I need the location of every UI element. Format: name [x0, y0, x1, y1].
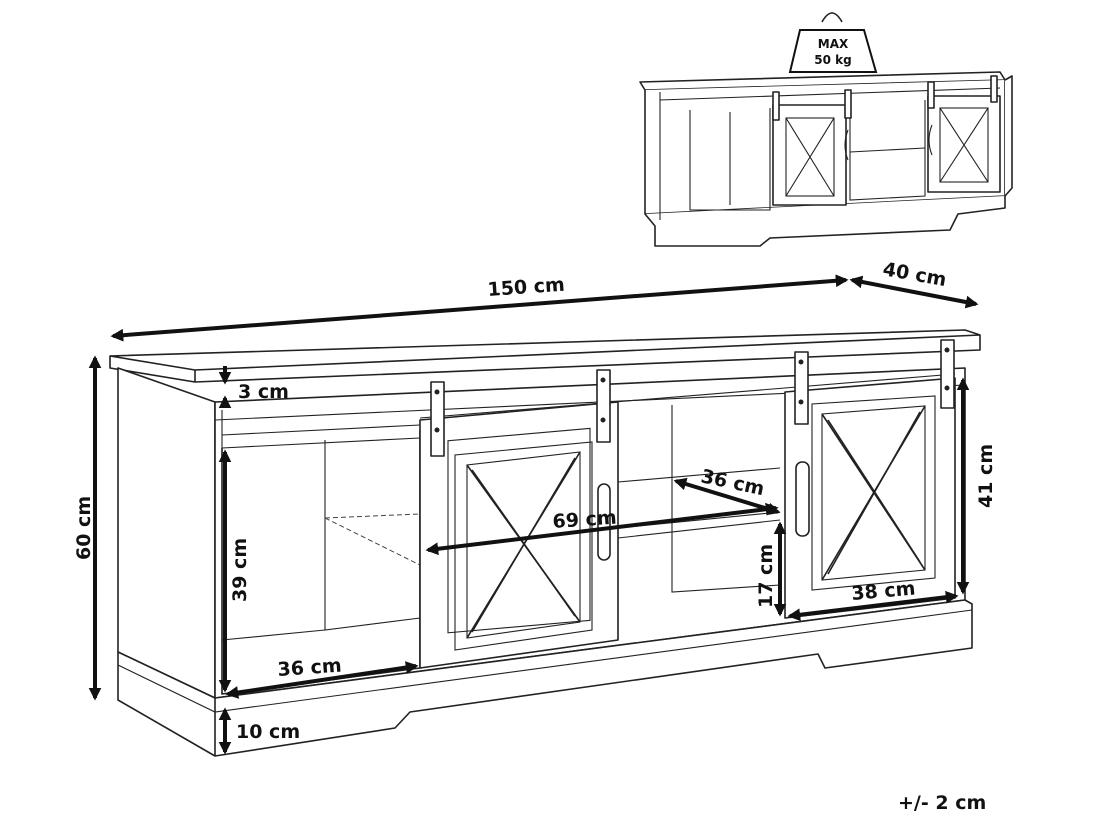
dim-right-height: 41 cm [975, 444, 997, 508]
weight-label-value: 50 kg [814, 53, 851, 67]
dim-shelf-width: 69 cm [552, 507, 618, 533]
dim-width: 150 cm [487, 274, 566, 301]
dim-plinth-height: 10 cm [236, 721, 300, 743]
weight-label-max: MAX [818, 37, 849, 51]
dim-lower-opening-height: 17 cm [755, 544, 777, 608]
dimension-arrows [88, 274, 979, 755]
dim-left-opening-width: 36 cm [277, 655, 343, 681]
dim-left-opening-height: 39 cm [229, 538, 251, 602]
door-hanger [430, 339, 955, 457]
product-thumbnail [639, 71, 1013, 247]
dim-top-thickness: 3 cm [238, 381, 289, 403]
max-weight-icon: MAX 50 kg [788, 12, 878, 73]
dim-height: 60 cm [73, 496, 95, 560]
tolerance-note: +/- 2 cm [898, 792, 987, 814]
